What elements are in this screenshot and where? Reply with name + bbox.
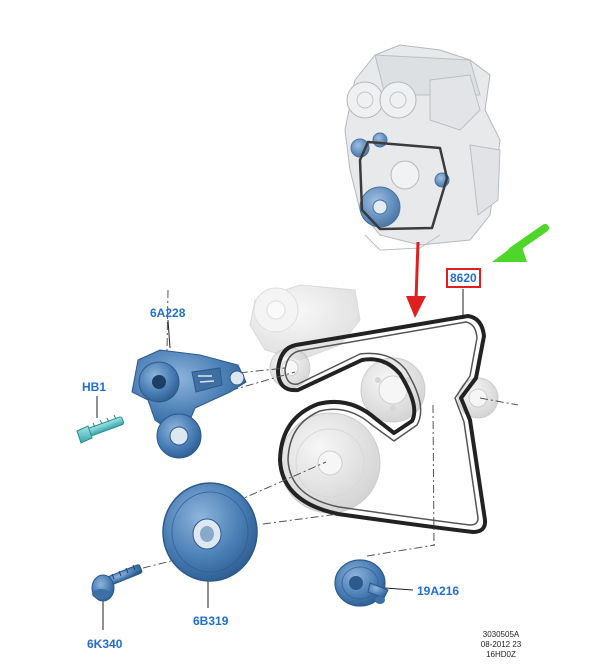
label-leaders bbox=[96, 289, 464, 630]
idler-pulley bbox=[334, 559, 389, 607]
crank-bolt-part-label: 6K340 bbox=[87, 637, 123, 651]
crank-pulley bbox=[162, 482, 258, 582]
crank-bolt bbox=[91, 564, 143, 602]
faded-tensioner-mount bbox=[249, 284, 361, 361]
tensioner-assembly bbox=[131, 349, 247, 459]
reference-line-1: 3030505A bbox=[482, 630, 520, 639]
tensioner-part-label: 6A228 bbox=[150, 306, 186, 320]
tensioner-bolt-part-label: HB1 bbox=[82, 380, 107, 394]
idler-part-label: 19A216 bbox=[417, 584, 460, 598]
belt-part-label: 8620 bbox=[446, 268, 481, 288]
hb1-bolt bbox=[76, 414, 125, 444]
reference-line-2: 08-2012 23 bbox=[480, 640, 522, 649]
reference-line-3: 16HD0Z bbox=[486, 650, 516, 659]
diagram-reference-code: 3030505A 08-2012 23 16HD0Z bbox=[466, 630, 536, 660]
drive-belt bbox=[276, 314, 488, 534]
engine-illustration bbox=[344, 44, 501, 251]
red-arrow bbox=[406, 241, 426, 318]
faded-crank-damper bbox=[279, 412, 381, 514]
green-pointer-arrow bbox=[492, 224, 549, 262]
crank-pulley-part-label: 6B319 bbox=[193, 614, 229, 628]
